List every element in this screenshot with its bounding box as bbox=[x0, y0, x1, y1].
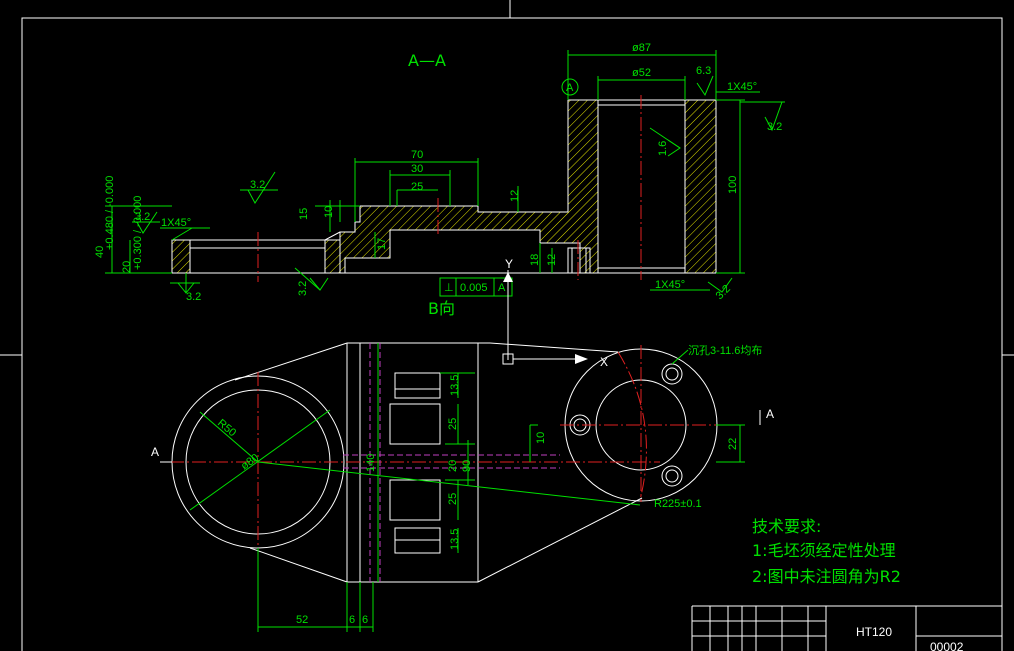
material-label: HT120 bbox=[856, 625, 892, 639]
datum-a-circle: A bbox=[561, 78, 579, 96]
section-title: A—A bbox=[408, 51, 446, 70]
svg-text:52: 52 bbox=[296, 614, 308, 626]
svg-text:A: A bbox=[766, 407, 774, 421]
svg-text:6.3: 6.3 bbox=[696, 65, 711, 77]
dim-phi80: ø80 bbox=[189, 409, 331, 511]
chamfer-bottom: 1X45° bbox=[650, 279, 710, 291]
roughness-1-6: 1.6 bbox=[649, 127, 681, 157]
svg-text:1X45°: 1X45° bbox=[161, 217, 191, 229]
dim-40-20-tolerances: 40 +0.480 / -0.000 20 +0.300 / -0.000 bbox=[94, 176, 172, 274]
svg-text:0.005: 0.005 bbox=[460, 282, 488, 294]
view-b-label: B向 bbox=[428, 299, 455, 318]
svg-text:3.2: 3.2 bbox=[297, 281, 309, 296]
svg-text:30: 30 bbox=[411, 163, 423, 175]
svg-text:70: 70 bbox=[411, 149, 423, 161]
svg-text:R50: R50 bbox=[215, 417, 238, 439]
svg-text:R225±0.1: R225±0.1 bbox=[654, 498, 702, 510]
svg-text:13.5: 13.5 bbox=[449, 375, 461, 396]
svg-text:6: 6 bbox=[349, 614, 355, 626]
svg-text:140: 140 bbox=[365, 454, 377, 472]
drawing-number: 00002 bbox=[930, 640, 964, 651]
svg-text:Y: Y bbox=[505, 257, 513, 271]
x-axis-arrow: X bbox=[502, 353, 608, 369]
chamfer-left: 1X45° bbox=[160, 217, 210, 241]
dim-140: 140 bbox=[365, 343, 379, 582]
dims-vertical-middle: 15 10 17 12 18 12 bbox=[298, 186, 558, 273]
plan-view-centerlines bbox=[170, 343, 735, 582]
dim-phi52: ø52 bbox=[597, 67, 686, 100]
svg-text:3.2: 3.2 bbox=[250, 179, 265, 191]
svg-text:20: 20 bbox=[447, 460, 459, 472]
roughness-right: 3.2 bbox=[740, 101, 785, 133]
dim-22: 22 bbox=[716, 424, 745, 463]
svg-text:ø52: ø52 bbox=[632, 67, 651, 79]
svg-text:100: 100 bbox=[727, 176, 739, 194]
tech-req-item-2: 2:图中未注圆角为R2 bbox=[752, 567, 901, 586]
svg-text:10: 10 bbox=[323, 206, 335, 218]
svg-text:沉孔3-11.6均布: 沉孔3-11.6均布 bbox=[688, 344, 762, 357]
svg-text:20: 20 bbox=[121, 261, 133, 273]
svg-text:18: 18 bbox=[529, 254, 541, 266]
dim-100: 100 bbox=[716, 99, 745, 274]
roughness-left-bottom: 3.2 bbox=[170, 273, 201, 303]
dims-slots: 13.5 25 25 13.5 20 90 bbox=[440, 372, 475, 553]
svg-text:+0.480 / -0.000: +0.480 / -0.000 bbox=[104, 176, 116, 250]
roughness-bottom-right: 3.2 bbox=[707, 277, 733, 302]
dim-10-right: 10 bbox=[529, 424, 547, 462]
section-view-outline bbox=[171, 95, 717, 282]
svg-text:25: 25 bbox=[447, 493, 459, 505]
svg-text:1X45°: 1X45° bbox=[727, 81, 757, 93]
svg-text:⊥: ⊥ bbox=[444, 282, 454, 294]
dim-70: 70 bbox=[354, 149, 479, 222]
svg-text:1X45°: 1X45° bbox=[655, 279, 685, 291]
dim-25: 25 bbox=[396, 181, 438, 206]
roughness-6-3: 6.3 bbox=[696, 65, 714, 97]
dims-bottom: 52 6 6 bbox=[257, 548, 374, 632]
title-block: HT120 00002 bbox=[691, 605, 1002, 651]
svg-text:3.2: 3.2 bbox=[135, 211, 150, 223]
svg-text:12: 12 bbox=[509, 190, 521, 202]
holes-note: 沉孔3-11.6均布 bbox=[671, 344, 762, 365]
section-cut-a: A A bbox=[151, 407, 774, 463]
svg-text:90: 90 bbox=[461, 460, 473, 472]
perpendicularity-frame: ⊥ 0.005 A bbox=[439, 277, 513, 297]
dim-30: 30 bbox=[389, 163, 451, 206]
svg-text:A: A bbox=[566, 82, 574, 94]
svg-text:13.5: 13.5 bbox=[449, 529, 461, 550]
svg-text:1.6: 1.6 bbox=[657, 141, 669, 156]
svg-text:17: 17 bbox=[376, 238, 388, 250]
datum-y-arrow: Y bbox=[503, 257, 513, 360]
svg-text:25: 25 bbox=[447, 418, 459, 430]
svg-text:A: A bbox=[498, 282, 506, 294]
svg-text:15: 15 bbox=[298, 208, 310, 220]
technical-requirements: 技术要求: 1:毛坯须经定性处理 2:图中未注圆角为R2 bbox=[752, 517, 901, 586]
roughness-left-top: 3.2 bbox=[240, 171, 278, 204]
svg-text:+0.300 / -0.000: +0.300 / -0.000 bbox=[132, 196, 144, 270]
svg-text:10: 10 bbox=[535, 432, 547, 444]
tech-req-title: 技术要求: bbox=[752, 517, 821, 536]
roughness-left: 3.2 bbox=[132, 211, 160, 234]
svg-text:3.2: 3.2 bbox=[186, 291, 201, 303]
svg-text:12: 12 bbox=[546, 254, 558, 266]
svg-text:6: 6 bbox=[362, 614, 368, 626]
svg-text:25: 25 bbox=[411, 181, 423, 193]
svg-text:ø87: ø87 bbox=[632, 42, 651, 54]
svg-text:3.2: 3.2 bbox=[767, 121, 782, 133]
svg-text:40: 40 bbox=[94, 246, 106, 258]
chamfer-top: 1X45° bbox=[716, 81, 760, 93]
svg-text:22: 22 bbox=[727, 438, 739, 450]
dim-r225: R225±0.1 bbox=[257, 461, 702, 510]
dim-phi87: ø87 bbox=[567, 42, 717, 100]
svg-text:3.2: 3.2 bbox=[714, 283, 733, 302]
tech-req-item-1: 1:毛坯须经定性处理 bbox=[752, 541, 896, 560]
roughness-bottom-mid: 3.2 bbox=[294, 267, 329, 296]
svg-text:X: X bbox=[600, 355, 608, 369]
svg-text:A: A bbox=[151, 445, 159, 459]
